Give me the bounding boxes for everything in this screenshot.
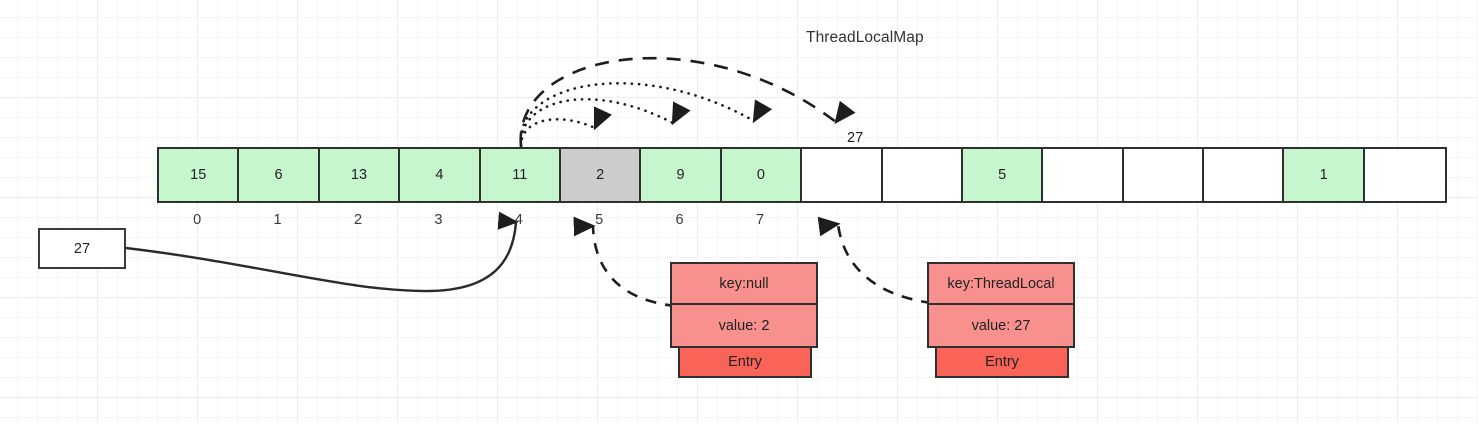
array-cell-2-value: 13 [350, 167, 368, 183]
new-entry-to-slot-8-link [817, 216, 933, 305]
new-entry-tag: Entry [935, 346, 1069, 378]
array-index-label-3: 3 [434, 212, 443, 228]
stale-entry-to-slot-5-link [573, 216, 677, 308]
array-index-label-4: 4 [514, 212, 523, 228]
array-index-label-5: 5 [595, 212, 604, 228]
array-cell-7[interactable]: 0 [721, 149, 803, 201]
array-cell-5[interactable]: 2 [560, 149, 642, 201]
page-title: ThreadLocalMap [806, 29, 924, 46]
new-entry-value: value: 27 [927, 305, 1075, 348]
array-cell-13[interactable] [1204, 149, 1285, 201]
array-cell-15[interactable] [1364, 149, 1446, 201]
probe-to-slot-6-curve [519, 97, 691, 148]
array-cell-0[interactable]: 15 [159, 149, 240, 201]
array-cell-10[interactable]: 5 [962, 149, 1044, 201]
array-cell-4-value: 11 [512, 167, 528, 183]
array-cell-14[interactable]: 1 [1284, 149, 1365, 201]
probe-to-slot-5-curve [519, 106, 612, 148]
array-cell-9[interactable] [882, 149, 963, 201]
array-index-label-7: 7 [755, 212, 765, 228]
stale-entry-tag: Entry [678, 346, 812, 378]
array-cell-1-value: 6 [274, 167, 283, 183]
stale-entry-card[interactable]: key:null value: 2 Entry [670, 262, 818, 378]
array-cell-4[interactable]: 11 [480, 149, 561, 201]
array-index-label-0: 0 [193, 212, 202, 228]
array-cell-11[interactable] [1043, 149, 1124, 201]
insert-pointer-label: 27 [847, 130, 864, 146]
stale-entry-value: value: 2 [670, 305, 818, 348]
threadlocalmap-array: 15 6 13 4 11 2 9 0 5 1 [157, 147, 1448, 203]
array-cell-10-value: 5 [998, 167, 1007, 183]
array-cell-3[interactable]: 4 [400, 149, 481, 201]
array-index-label-2: 2 [353, 212, 363, 228]
stale-entry-key: key:null [670, 262, 818, 305]
probe-to-slot-7-curve [519, 82, 773, 148]
input-value-box[interactable]: 27 [38, 228, 126, 269]
array-cell-6[interactable]: 9 [641, 149, 722, 201]
array-cell-0-value: 15 [190, 167, 207, 183]
array-cell-2[interactable]: 13 [319, 149, 401, 201]
array-cell-5-value: 2 [596, 167, 605, 183]
array-cell-1[interactable]: 6 [239, 149, 320, 201]
array-index-label-1: 1 [273, 212, 282, 228]
array-cell-6-value: 9 [676, 167, 685, 183]
array-cell-3-value: 4 [435, 167, 444, 183]
array-cell-14-value: 1 [1319, 167, 1328, 183]
input-value-text: 27 [73, 240, 91, 257]
new-entry-card[interactable]: key:ThreadLocal value: 27 Entry [927, 262, 1075, 378]
array-cell-12[interactable] [1123, 149, 1205, 201]
input-27-to-slot-4-link [125, 211, 519, 293]
probe-to-slot-8-curve [519, 57, 856, 147]
new-entry-key: key:ThreadLocal [927, 262, 1075, 305]
array-index-label-6: 6 [675, 212, 684, 228]
array-cell-7-value: 0 [756, 167, 765, 183]
array-cell-8[interactable] [802, 149, 883, 201]
